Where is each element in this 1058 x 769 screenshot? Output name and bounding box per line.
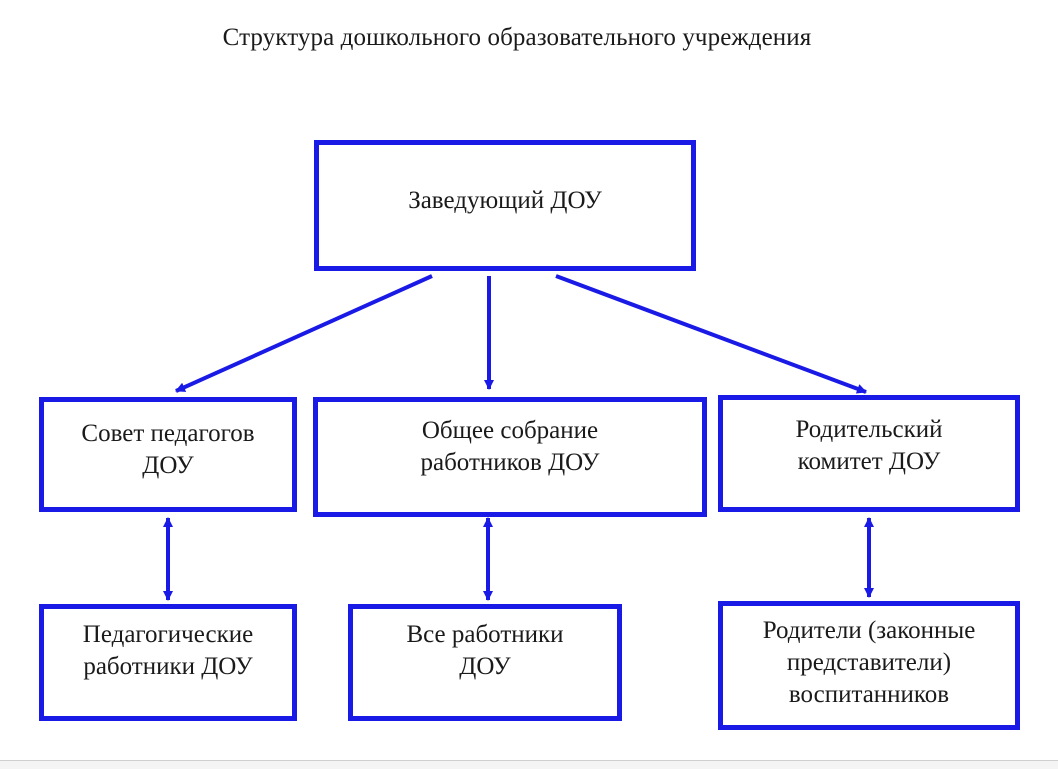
node-workers-label: Все работники ДОУ <box>406 620 564 680</box>
node-parents-committee: Родительский комитет ДОУ <box>718 395 1020 512</box>
diagram-title: Структура дошкольного образовательного у… <box>222 24 812 51</box>
node-teachers-label: Педагогические работники ДОУ <box>82 620 254 680</box>
node-head-label: Заведующий ДОУ <box>408 186 602 214</box>
node-parents-committee-label: Родительский комитет ДОУ <box>795 415 943 475</box>
arrow-head-to-parents-committee <box>555 274 867 394</box>
node-council-label: Совет педагогов ДОУ <box>81 419 255 479</box>
node-assembly-label: Общее собрание работников ДОУ <box>420 417 600 476</box>
node-teachers: Педагогические работники ДОУ <box>39 604 297 721</box>
node-head: Заведующий ДОУ <box>314 140 696 271</box>
node-council: Совет педагогов ДОУ <box>39 397 297 512</box>
node-parents: Родители (законные представители) воспит… <box>718 601 1020 730</box>
node-assembly: Общее собрание работников ДОУ <box>313 397 707 517</box>
node-parents-label: Родители (законные представители) воспит… <box>762 616 976 708</box>
node-workers: Все работники ДОУ <box>348 604 622 721</box>
bottom-divider <box>0 760 1058 769</box>
arrow-head-to-council <box>175 274 433 393</box>
